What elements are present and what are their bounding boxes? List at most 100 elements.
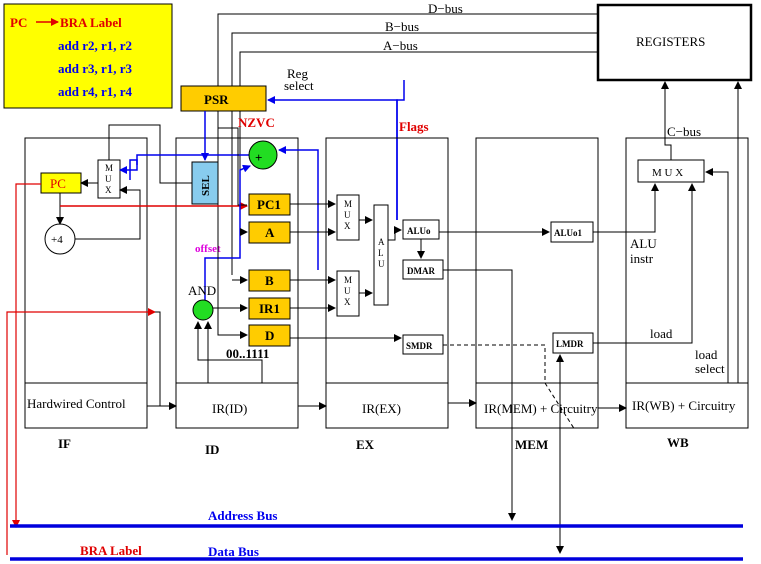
alu-a: A: [378, 237, 385, 247]
wb-mux-label: M U X: [652, 167, 683, 179]
load-select-line: [705, 168, 729, 383]
aluo1-to-mux: [593, 183, 659, 233]
d-bus-to-d: [217, 235, 248, 339]
mux-select-wire: [108, 124, 192, 184]
ex-mux-bot-m: M: [344, 275, 352, 285]
d-box: [248, 324, 291, 347]
stage-id-label: ID: [205, 442, 219, 457]
alu-l: L: [378, 248, 384, 258]
alu-to-adder: [278, 146, 319, 270]
stage-control-ex: IR(EX): [362, 401, 401, 416]
b-bus-line: [231, 32, 598, 275]
flags-label: Flags: [399, 119, 429, 134]
stage-ex-label: EX: [356, 437, 375, 452]
ex-mux-bot-x: X: [344, 297, 351, 307]
reg-select-line2: select: [284, 78, 314, 93]
ex-mux-bot-u: U: [344, 286, 351, 296]
d-bus-label: D−bus: [428, 1, 463, 16]
adder-circle: [248, 140, 278, 170]
d-bus-line: [217, 13, 598, 235]
code-line-2: add r3, r1, r3: [58, 61, 133, 76]
dmar-label: DMAR: [407, 266, 435, 276]
sel-box: [191, 161, 219, 205]
mem-dash-2: [544, 382, 576, 431]
ir1-label: IR1: [259, 301, 280, 316]
pc-label: PC: [50, 176, 66, 191]
alu-instr-line1: ALU: [630, 236, 657, 251]
a-label: A: [265, 225, 275, 240]
alu-u: U: [378, 259, 385, 269]
psr-to-pc1: [217, 111, 247, 206]
b-bus-label: B−bus: [385, 19, 419, 34]
stage-wb-label: WB: [667, 435, 689, 450]
adder-to-if-mux: [119, 154, 249, 174]
stage-ex-box: [325, 137, 449, 429]
ex-mux-top-u: U: [344, 210, 351, 220]
offset-to-adder: [204, 164, 251, 300]
smdr-label: SMDR: [406, 341, 433, 351]
lmdr-label: LMDR: [556, 339, 584, 349]
code-box: [3, 3, 173, 109]
if-control-wire: [155, 311, 161, 406]
mask-to-and: [194, 321, 263, 383]
alu-instr-line2: instr: [630, 251, 654, 266]
alu-box: [373, 204, 389, 306]
registers-box: [596, 3, 753, 82]
sel-label: SEL: [200, 175, 212, 196]
ex-mux-top-m: M: [344, 199, 352, 209]
stage-control-id: IR(ID): [212, 401, 247, 416]
bra-feedback-wire: [6, 308, 156, 555]
aluo-label: ALUo: [407, 226, 431, 236]
stage-control-wb: IR(WB) + Circuitry: [632, 398, 736, 413]
load-label: load: [650, 326, 673, 341]
ex-mux-top-x: X: [344, 221, 351, 231]
if-mux-x: X: [105, 185, 112, 195]
a-bus-label: A−bus: [383, 38, 418, 53]
mask-label: 00..1111: [226, 346, 269, 361]
reg-select-line1: Reg: [287, 66, 308, 81]
nzvc-label: NZVC: [238, 115, 275, 130]
lmdr-to-mux: [593, 183, 696, 344]
psr-label: PSR: [204, 92, 229, 107]
offset-label: offset: [195, 243, 221, 255]
ex-mux-top: [336, 194, 360, 241]
registers-label: REGISTERS: [636, 34, 705, 49]
stage-if-box: [24, 137, 148, 429]
stage-mem-box: [475, 137, 599, 429]
smdr-to-data-bus: [443, 344, 546, 380]
aluo1-label: ALUo1: [554, 228, 583, 238]
if-mux-m: M: [105, 163, 113, 173]
data-bus-label: Data Bus: [208, 544, 259, 559]
plus4-label: +4: [51, 234, 63, 246]
stage-if-label: IF: [58, 436, 71, 451]
flags-wire-up: [396, 80, 405, 220]
stage-control-if: Hardwired Control: [27, 396, 126, 411]
code-branch-line: BRA Label: [60, 15, 122, 30]
stage-mem-label: MEM: [515, 437, 548, 452]
and-gate: [192, 299, 214, 321]
adder-label: +: [255, 150, 262, 165]
code-pc-label: PC: [10, 15, 27, 30]
and-label: AND: [188, 283, 216, 298]
if-mux-u: U: [105, 174, 112, 184]
load-select-line2: select: [695, 361, 725, 376]
bra-label-bus: BRA Label: [80, 543, 142, 558]
stage-control-mem: IR(MEM) + Circuitry: [484, 401, 598, 416]
c-bus-label: C−bus: [667, 124, 701, 139]
c-bus-line: [661, 81, 672, 160]
dmar-to-address-bus: [443, 269, 516, 521]
alu-to-aluo: [388, 226, 402, 241]
code-line-3: add r4, r1, r4: [58, 84, 133, 99]
psr-box: [180, 85, 267, 112]
pc1-label: PC1: [257, 197, 281, 212]
stage-wb-box: [625, 137, 749, 429]
plus4-to-mux: [75, 186, 141, 240]
load-select-line1: load: [695, 347, 718, 362]
d-label: D: [265, 328, 274, 343]
pc-to-address-bus: [12, 183, 41, 528]
code-line-1: add r2, r1, r2: [58, 38, 132, 53]
address-bus-label: Address Bus: [208, 508, 277, 523]
stage-id-box: [175, 137, 299, 429]
